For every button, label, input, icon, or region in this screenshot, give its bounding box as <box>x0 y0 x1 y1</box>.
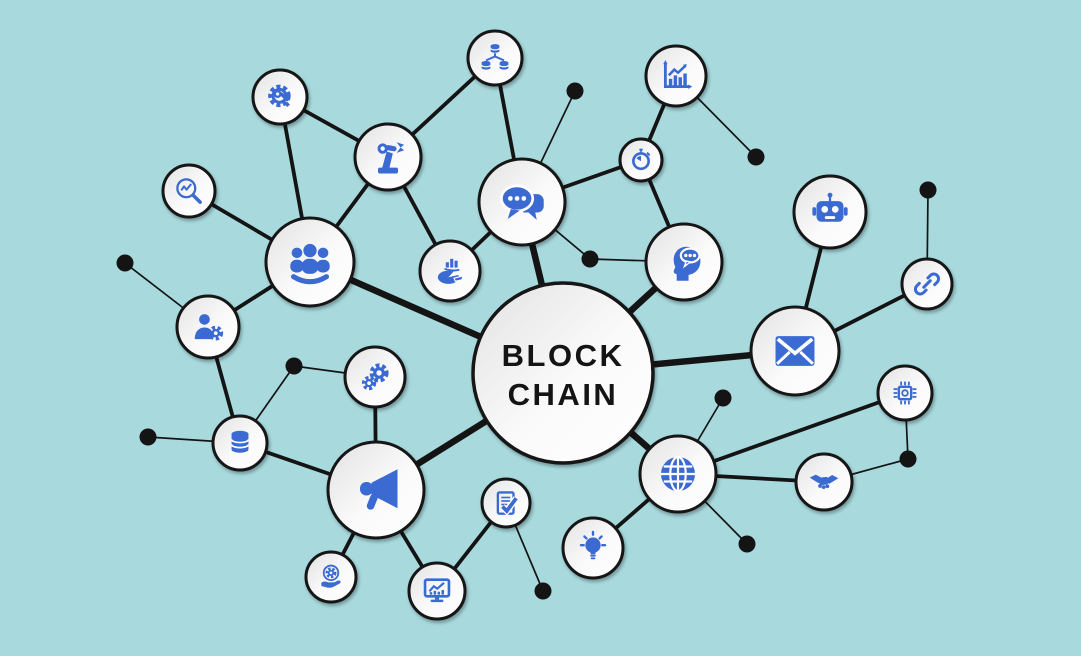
checklist-node <box>480 477 532 529</box>
settings-node <box>251 68 309 126</box>
connector-dot-d6 <box>747 148 765 166</box>
robot-node <box>792 174 868 250</box>
connector-dot-d8 <box>714 389 732 407</box>
chip-node <box>876 364 934 422</box>
database-node <box>211 414 269 472</box>
globe-icon <box>659 455 697 493</box>
connector-chip-globe <box>676 391 907 476</box>
pie-chart-node <box>418 239 482 303</box>
email-node <box>749 305 841 397</box>
service-node <box>304 550 358 604</box>
user-settings-circle <box>175 294 241 360</box>
checklist-circle <box>480 477 532 529</box>
idea-node <box>561 516 625 580</box>
analytics-circle <box>161 163 217 219</box>
chip-circle <box>876 364 934 422</box>
connector-dot-d4 <box>566 82 584 100</box>
chat-node <box>477 157 567 247</box>
stopwatch-node <box>618 137 664 183</box>
gears-node <box>343 345 407 409</box>
user-settings-node <box>175 294 241 360</box>
endpoint-dots <box>116 82 937 600</box>
connector-dot-d3 <box>285 357 303 375</box>
connector-dot-d10 <box>738 535 756 553</box>
center-node: BLOCK CHAIN <box>471 281 655 465</box>
connector-dot-d2 <box>139 428 157 446</box>
analytics-node <box>161 163 217 219</box>
thinking-head-node <box>644 222 724 302</box>
center-label-line1: BLOCK <box>502 338 625 373</box>
icon-nodes <box>161 29 954 621</box>
connector-dot-d11 <box>534 582 552 600</box>
team-node <box>264 216 356 308</box>
connector-dot-d1 <box>116 254 134 272</box>
megaphone-node <box>326 440 426 540</box>
center-label-line2: CHAIN <box>508 377 619 412</box>
chain-link-node <box>900 257 954 311</box>
growth-chart-node <box>644 44 708 108</box>
connector-dot-d5 <box>581 250 599 268</box>
monitor-circle <box>407 561 467 621</box>
distributed-db-node <box>466 29 524 87</box>
distributed-db-circle <box>466 29 524 87</box>
connector-dot-d9 <box>899 450 917 468</box>
monitor-node <box>407 561 467 621</box>
email-icon <box>773 334 817 368</box>
globe-node <box>638 434 718 514</box>
center-circle <box>471 281 655 465</box>
handshake-node <box>794 452 854 512</box>
connector-dot-d7 <box>919 181 937 199</box>
database-icon <box>230 429 250 454</box>
robot-arm-node <box>353 122 423 192</box>
